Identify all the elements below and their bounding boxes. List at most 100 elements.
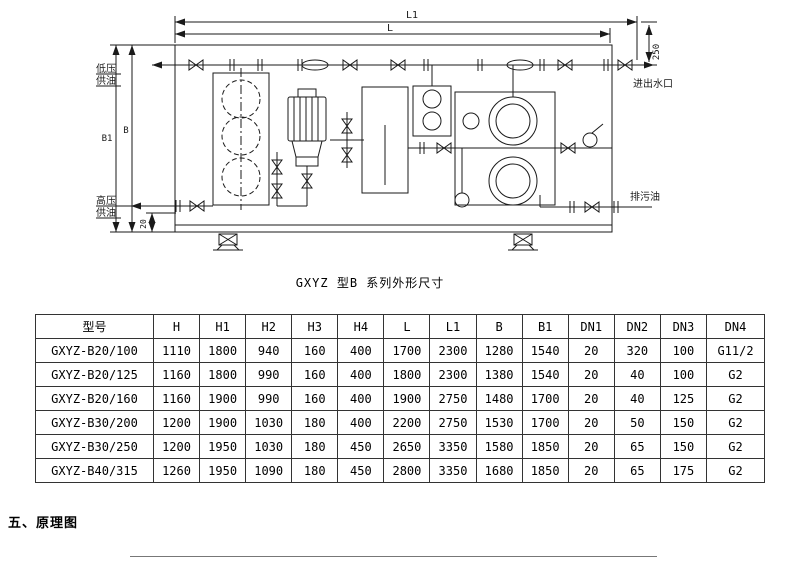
value-cell: 400	[337, 386, 385, 411]
column-header: DN4	[706, 314, 765, 339]
value-cell: 1900	[199, 386, 247, 411]
value-cell: 3350	[429, 434, 477, 459]
value-cell: 1380	[475, 362, 523, 387]
label-drain-oil: 排污油	[630, 190, 660, 203]
dim-label-b1: B1	[102, 134, 113, 144]
value-cell: 40	[613, 386, 661, 411]
value-cell: 1700	[521, 386, 569, 411]
column-header: H3	[291, 314, 339, 339]
value-cell: G11/2	[706, 338, 765, 363]
value-cell: 1530	[475, 410, 523, 435]
value-cell: 1580	[475, 434, 523, 459]
label-water-port: 进出水口	[633, 77, 673, 90]
value-cell: G2	[706, 362, 765, 387]
value-cell: G2	[706, 434, 765, 459]
value-cell: 1950	[199, 434, 247, 459]
value-cell: 1200	[152, 410, 201, 435]
value-cell: 3350	[429, 458, 477, 483]
value-cell: 1700	[521, 410, 569, 435]
value-cell: 65	[613, 458, 661, 483]
column-header: DN2	[613, 314, 661, 339]
value-cell: 2300	[429, 338, 477, 363]
value-cell: 2650	[383, 434, 431, 459]
value-cell: 1850	[521, 458, 569, 483]
value-cell: 20	[567, 338, 615, 363]
value-cell: 990	[245, 362, 293, 387]
value-cell: 400	[337, 410, 385, 435]
value-cell: 320	[613, 338, 661, 363]
value-cell: 1950	[199, 458, 247, 483]
outline-drawing: L1 L 250 B1 B 20 低压 供油 高压 供油 进出水口 排污油	[96, 10, 673, 251]
column-header: H2	[245, 314, 293, 339]
value-cell: 1700	[383, 338, 431, 363]
column-header: 型号	[35, 314, 154, 339]
value-cell: 1900	[199, 410, 247, 435]
column-header: L1	[429, 314, 477, 339]
center-panel	[361, 86, 409, 194]
column-header: H	[152, 314, 201, 339]
value-cell: 175	[659, 458, 708, 483]
value-cell: 2300	[429, 362, 477, 387]
column-header: DN3	[659, 314, 708, 339]
column-header: L	[383, 314, 431, 339]
value-cell: 65	[613, 434, 661, 459]
high-pressure-line	[96, 200, 213, 219]
drain-line	[539, 195, 652, 213]
value-cell: 1900	[383, 386, 431, 411]
value-cell: 180	[291, 434, 339, 459]
value-cell: 990	[245, 386, 293, 411]
column-header: B1	[521, 314, 569, 339]
section-heading: 五、原理图	[8, 516, 79, 531]
value-cell: 1540	[521, 338, 569, 363]
valve-cluster	[330, 112, 364, 168]
value-cell: 150	[659, 410, 708, 435]
dimension-lines	[110, 16, 657, 233]
model-cell: GXYZ-B30/250	[35, 434, 154, 459]
value-cell: 1260	[152, 458, 201, 483]
value-cell: 20	[567, 434, 615, 459]
value-cell: 1800	[199, 362, 247, 387]
value-cell: 100	[659, 338, 708, 363]
dim-label-250: 250	[652, 44, 662, 60]
label-low-pressure-2: 供油	[96, 74, 116, 87]
value-cell: 125	[659, 386, 708, 411]
value-cell: 40	[613, 362, 661, 387]
mid-pipe	[408, 123, 612, 193]
value-cell: 1800	[383, 362, 431, 387]
column-header: B	[475, 314, 523, 339]
label-high-pressure-2: 供油	[96, 206, 116, 219]
value-cell: 180	[291, 458, 339, 483]
value-cell: 1200	[152, 434, 201, 459]
value-cell: G2	[706, 410, 765, 435]
column-header: H4	[337, 314, 385, 339]
column-header: H1	[199, 314, 247, 339]
label-high-pressure-1: 高压	[96, 194, 116, 207]
label-low-pressure-1: 低压	[96, 62, 116, 75]
dim-label-l1: L1	[406, 10, 418, 21]
machine-outline	[174, 44, 613, 233]
model-cell: GXYZ-B20/100	[35, 338, 154, 363]
value-cell: 150	[659, 434, 708, 459]
value-cell: 1850	[521, 434, 569, 459]
low-pressure-leader	[96, 73, 121, 87]
figure-caption: GXYZ 型B 系列外形尺寸	[295, 276, 445, 290]
duplex-filter	[412, 65, 452, 137]
value-cell: 180	[291, 410, 339, 435]
value-cell: 20	[567, 362, 615, 387]
value-cell: 20	[567, 410, 615, 435]
dim-label-l: L	[387, 23, 393, 34]
value-cell: 1680	[475, 458, 523, 483]
value-cell: G2	[706, 458, 765, 483]
value-cell: 1090	[245, 458, 293, 483]
value-cell: 100	[659, 362, 708, 387]
value-cell: 1800	[199, 338, 247, 363]
model-cell: GXYZ-B20/160	[35, 386, 154, 411]
value-cell: 400	[337, 338, 385, 363]
diagram-labels: L1 L 250 B1 B 20 低压 供油 高压 供油 进出水口 排污油	[96, 10, 673, 229]
